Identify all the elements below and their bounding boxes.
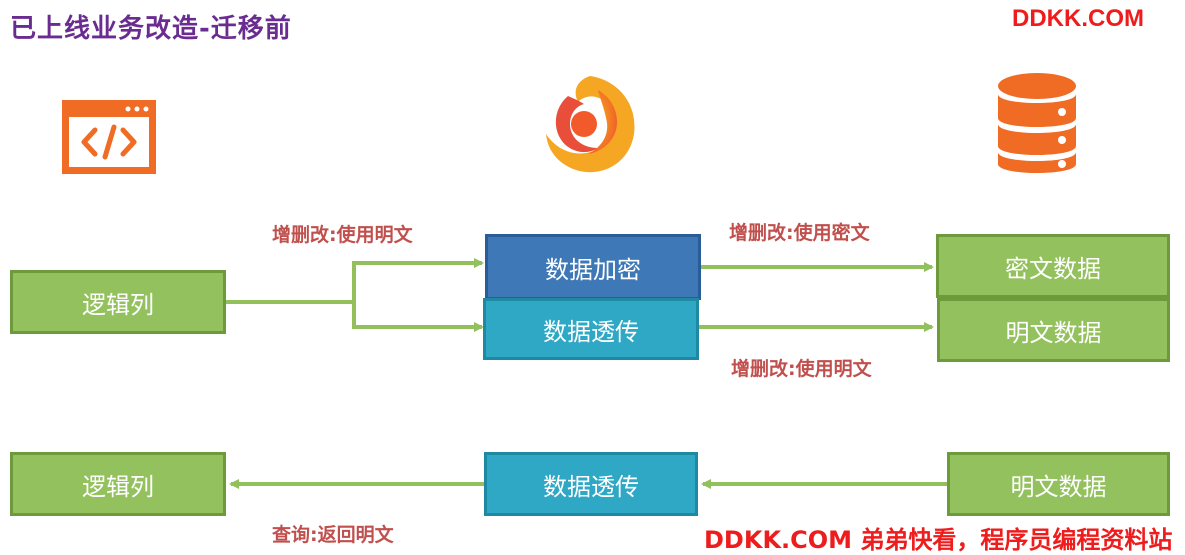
flame-logo-icon (546, 76, 635, 173)
passthrough-box-bottom: 数据透传 (484, 452, 698, 516)
label-insert-plain-out: 增删改:使用明文 (731, 358, 872, 380)
plain-data-box: 明文数据 (937, 298, 1170, 362)
database-icon (998, 73, 1076, 173)
watermark-text: DDKK.COM 弟弟快看，程序员编程资料站 (704, 526, 1173, 554)
encrypt-box: 数据加密 (485, 234, 701, 300)
label-insert-cipher: 增删改:使用密文 (729, 222, 870, 244)
label-query-return-plain: 查询:返回明文 (272, 524, 394, 546)
plain-data-box-bottom: 明文数据 (947, 452, 1170, 516)
brand-text: DDKK.COM (1012, 5, 1144, 32)
label-insert-plain: 增删改:使用明文 (272, 224, 413, 246)
arrow-to-encrypt (352, 258, 484, 302)
arrow-to-passthrough (352, 302, 484, 332)
logic-column-box-bottom: 逻辑列 (10, 452, 226, 516)
code-window-icon (62, 100, 156, 174)
cipher-data-box: 密文数据 (936, 234, 1170, 298)
passthrough-box: 数据透传 (483, 298, 699, 360)
logic-column-box: 逻辑列 (10, 270, 226, 334)
page-title: 已上线业务改造-迁移前 (10, 14, 292, 44)
